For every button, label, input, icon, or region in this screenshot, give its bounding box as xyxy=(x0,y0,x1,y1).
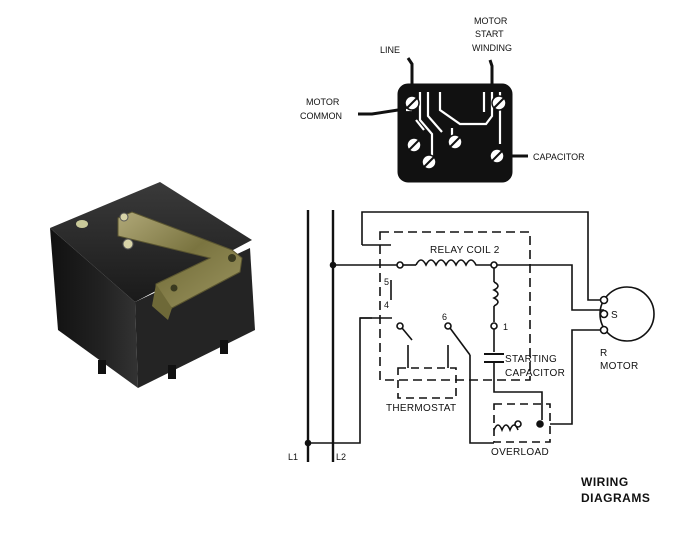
motor-terminal xyxy=(599,295,609,305)
starting-capacitor-label-1: STARTING xyxy=(505,354,557,365)
terminal-5-node xyxy=(396,261,404,269)
starting-capacitor-label-2: CAPACITOR xyxy=(505,368,565,379)
overload-node xyxy=(514,420,522,428)
relay-front-face xyxy=(50,228,138,388)
thermostat-return-to-l1 xyxy=(308,317,372,444)
overload-feed xyxy=(469,355,494,444)
relay-bracket-flange xyxy=(152,284,172,320)
l2-label: L2 xyxy=(336,452,346,462)
relay-photo xyxy=(50,182,255,388)
overload-node xyxy=(536,420,544,428)
l1-label: L1 xyxy=(288,452,298,462)
motor-common-label-2: COMMON xyxy=(300,111,342,121)
motor-start-winding-label-2: START xyxy=(475,29,504,39)
overload-to-motor xyxy=(550,329,604,425)
screw-slot xyxy=(406,97,418,109)
terminal-2-node xyxy=(490,261,498,269)
relay-foot xyxy=(220,340,228,354)
terminal-2-to-motor xyxy=(497,264,604,311)
relay-bracket-hole xyxy=(170,284,178,292)
r-label: R xyxy=(600,348,608,359)
motor-start-winding-label-3: WINDING xyxy=(472,43,512,53)
relay-bracket-rivet xyxy=(119,212,129,222)
switch-arm xyxy=(449,327,471,356)
relay-side-face xyxy=(135,248,255,388)
terminal-1-node xyxy=(490,322,498,330)
relay-enclosure xyxy=(379,231,531,381)
capacitor-label: CAPACITOR xyxy=(533,152,585,162)
relay-bracket-hole xyxy=(228,254,236,262)
screw-slot xyxy=(423,156,435,168)
caption-line-2: DIAGRAMS xyxy=(581,491,650,505)
top-loop-wire xyxy=(361,211,604,301)
relay-terminal-screw xyxy=(76,220,88,228)
wiring-schematic xyxy=(304,210,655,462)
motor-start-winding-label-1: MOTOR xyxy=(474,16,508,26)
overload-label: OVERLOAD xyxy=(491,447,549,458)
motor-label: MOTOR xyxy=(600,361,639,372)
screw-slot xyxy=(493,97,505,109)
motor-terminal xyxy=(599,325,609,335)
motor-terminal xyxy=(599,309,609,319)
terminal-leads xyxy=(358,57,528,158)
switch-arm xyxy=(401,327,413,341)
screw-slot xyxy=(449,136,461,148)
line-label: LINE xyxy=(380,45,400,55)
screw-slot xyxy=(408,139,420,151)
overload-element xyxy=(493,424,519,433)
terminal-1-label: 1 xyxy=(503,322,508,332)
relay-contact-coil xyxy=(492,281,499,307)
overload-box xyxy=(493,403,551,443)
start-winding-lead xyxy=(488,59,494,84)
relay-bracket-rivet xyxy=(122,238,134,250)
motor-common-label-1: MOTOR xyxy=(306,97,340,107)
relay-coil xyxy=(415,259,492,267)
caption-line-1: WIRING xyxy=(581,475,629,489)
terminal-4-label: 4 xyxy=(384,300,389,310)
relay-coil-label: RELAY COIL 2 xyxy=(430,245,500,256)
motor-common-lead xyxy=(358,108,399,116)
terminal-6-node xyxy=(444,322,452,330)
relay-foot xyxy=(168,365,176,379)
terminal-6-label: 6 xyxy=(442,312,447,322)
terminal-4-node xyxy=(396,322,404,330)
line-lead xyxy=(406,57,414,84)
terminal-5-label: 5 xyxy=(384,277,389,287)
relay-terminal-diagram xyxy=(358,57,528,183)
thermostat-box xyxy=(397,367,457,399)
capacitor-to-overload xyxy=(493,362,543,420)
screw-slot xyxy=(491,150,503,162)
terminal-screws xyxy=(404,95,507,170)
s-label: S xyxy=(611,310,618,321)
relay-foot xyxy=(98,360,106,374)
thermostat-label: THERMOSTAT xyxy=(386,403,456,414)
